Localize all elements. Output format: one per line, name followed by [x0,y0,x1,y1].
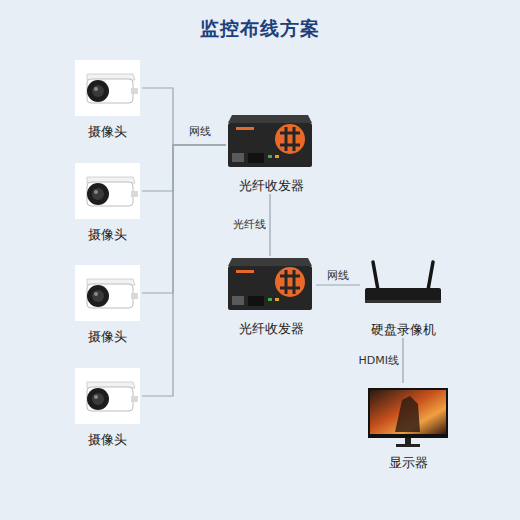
node-label: 摄像头 [62,432,152,448]
connector-line [142,145,226,396]
node-label: 光纤收发器 [216,321,326,337]
node-label: 硬盘录像机 [350,322,456,338]
camera-node: 摄像头 [72,161,142,243]
node-label: 摄像头 [62,227,152,243]
node-label: 显示器 [352,455,464,471]
cable-label: 光纤线 [233,218,266,232]
recorder-node: 硬盘录像机 [360,258,446,338]
connector-line [142,88,226,145]
connector-line [316,284,360,285]
monitor-node: 显示器 [362,383,454,471]
camera-node: 摄像头 [72,263,142,345]
connector-line [142,145,226,293]
camera-node: 摄像头 [72,366,142,448]
node-label: 摄像头 [62,329,152,345]
transceiver-node: 光纤收发器 [226,256,316,337]
cable-label: 网线 [189,125,211,139]
cable-label: HDMI线 [359,354,399,368]
connector-line [269,194,270,256]
connector-line [402,338,403,383]
connector-line [142,145,226,191]
transceiver-node: 光纤收发器 [226,113,316,194]
diagram-title: 监控布线方案 [0,16,520,42]
camera-node: 摄像头 [72,58,142,140]
node-label: 摄像头 [62,124,152,140]
node-label: 光纤收发器 [216,178,326,194]
cable-label: 网线 [327,269,349,283]
